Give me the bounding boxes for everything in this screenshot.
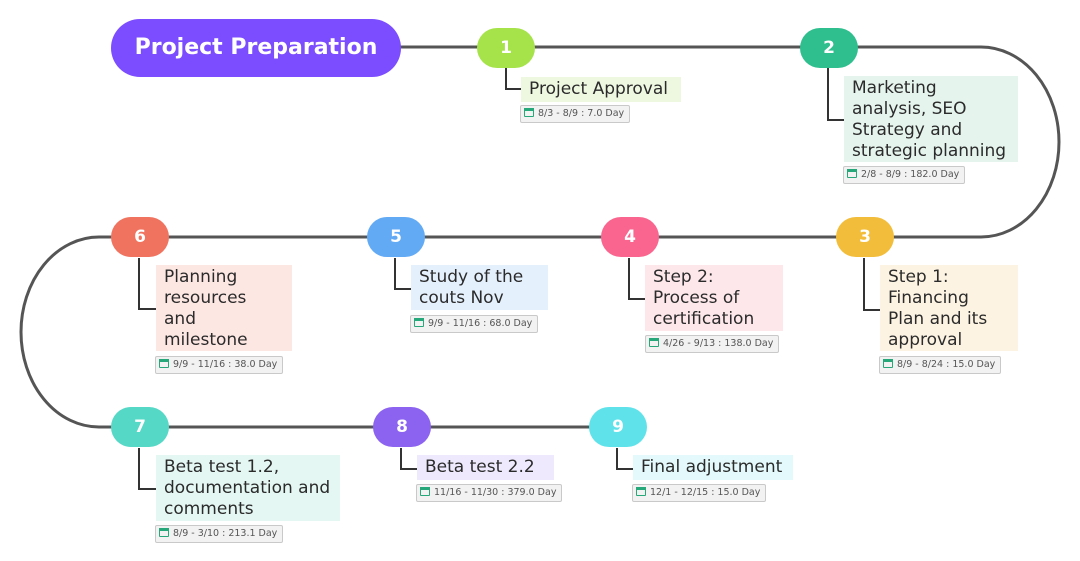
step-5-label[interactable]: Study of the couts Nov <box>411 265 548 310</box>
step-2-label[interactable]: Marketing analysis, SEO Strategy and str… <box>844 76 1018 162</box>
step-4-date-badge: 4/26 - 9/13 : 138.0 Day <box>645 335 780 353</box>
calendar-icon <box>524 108 534 117</box>
step-8-date-badge: 11/16 - 11/30 : 379.0 Day <box>416 484 563 502</box>
step-8-date: 11/16 - 11/30 : 379.0 Day <box>434 487 557 498</box>
calendar-icon <box>649 338 659 347</box>
calendar-icon <box>414 318 424 327</box>
step-6-label-line-1: Planning <box>164 267 238 287</box>
step-3-label-line-1: Step 1: <box>888 267 949 287</box>
step-6-label-line-3: and <box>164 309 196 329</box>
step-4-label-line-2: Process of <box>653 288 740 308</box>
step-7-label[interactable]: Beta test 1.2, documentation and comment… <box>156 455 340 521</box>
step-1-date-badge: 8/3 - 8/9 : 7.0 Day <box>520 105 631 123</box>
step-7-label-line-2: documentation and <box>164 478 331 498</box>
step-6-label[interactable]: Planning resources and milestone <box>156 265 292 351</box>
step-3-label[interactable]: Step 1: Financing Plan and its approval <box>880 265 1018 351</box>
step-2-date: 2/8 - 8/9 : 182.0 Day <box>861 169 960 180</box>
step-1-date: 8/3 - 8/9 : 7.0 Day <box>538 108 625 119</box>
step-2-date-badge: 2/8 - 8/9 : 182.0 Day <box>843 166 966 184</box>
step-9-date: 12/1 - 12/15 : 15.0 Day <box>650 487 761 498</box>
step-3-date: 8/9 - 8/24 : 15.0 Day <box>897 359 996 370</box>
step-1-number[interactable]: 1 <box>477 28 535 68</box>
step-1-leader <box>505 68 522 90</box>
calendar-icon <box>847 169 857 178</box>
step-4-label-line-1: Step 2: <box>653 267 714 287</box>
step-5-date: 9/9 - 11/16 : 68.0 Day <box>428 318 533 329</box>
calendar-icon <box>159 528 169 537</box>
step-9-date-badge: 12/1 - 12/15 : 15.0 Day <box>632 484 767 502</box>
step-6-date-badge: 9/9 - 11/16 : 38.0 Day <box>155 356 284 374</box>
step-3-date-badge: 8/9 - 8/24 : 15.0 Day <box>879 356 1002 374</box>
step-7-date: 8/9 - 3/10 : 213.1 Day <box>173 528 278 539</box>
step-3-label-line-3: Plan and its <box>888 309 988 329</box>
step-2-label-line-3: Strategy and <box>852 120 963 140</box>
step-7-label-line-3: comments <box>164 499 254 519</box>
step-3-label-line-2: Financing <box>888 288 969 308</box>
step-1-label[interactable]: Project Approval <box>521 77 681 102</box>
calendar-icon <box>636 487 646 496</box>
step-5-label-line-1: Study of the <box>419 267 524 287</box>
step-2-number[interactable]: 2 <box>800 28 858 68</box>
step-9-leader <box>616 448 634 470</box>
step-6-label-line-4: milestone <box>164 330 248 350</box>
step-4-leader <box>628 258 646 300</box>
step-6-number[interactable]: 6 <box>111 217 169 257</box>
step-5-label-line-2: couts Nov <box>419 288 504 308</box>
step-9-number[interactable]: 9 <box>589 407 647 447</box>
step-8-number[interactable]: 8 <box>373 407 431 447</box>
step-5-date-badge: 9/9 - 11/16 : 68.0 Day <box>410 315 539 333</box>
step-6-leader <box>138 258 157 310</box>
step-7-label-line-1: Beta test 1.2, <box>164 457 280 477</box>
step-4-label[interactable]: Step 2: Process of certification <box>645 265 783 331</box>
step-5-number[interactable]: 5 <box>367 217 425 257</box>
step-7-date-badge: 8/9 - 3/10 : 213.1 Day <box>155 525 284 543</box>
step-2-label-line-2: analysis, SEO <box>852 99 967 119</box>
step-9-label[interactable]: Final adjustment <box>633 455 793 480</box>
step-7-number[interactable]: 7 <box>111 407 169 447</box>
step-2-label-line-4: strategic planning <box>852 141 1007 161</box>
step-2-leader <box>827 68 845 121</box>
step-6-date: 9/9 - 11/16 : 38.0 Day <box>173 359 278 370</box>
calendar-icon <box>883 359 893 368</box>
root-topic[interactable]: Project Preparation <box>111 19 401 77</box>
step-8-leader <box>400 448 418 470</box>
step-3-label-line-4: approval <box>888 330 963 350</box>
step-4-date: 4/26 - 9/13 : 138.0 Day <box>663 338 774 349</box>
step-4-label-line-3: certification <box>653 309 755 329</box>
calendar-icon <box>159 359 169 368</box>
step-4-number[interactable]: 4 <box>601 217 659 257</box>
step-2-label-line-1: Marketing <box>852 78 937 98</box>
step-3-leader <box>863 258 881 311</box>
calendar-icon <box>420 487 430 496</box>
step-6-label-line-2: resources <box>164 288 247 308</box>
step-8-label[interactable]: Beta test 2.2 <box>417 455 554 480</box>
step-3-number[interactable]: 3 <box>836 217 894 257</box>
step-5-leader <box>394 258 412 290</box>
step-7-leader <box>138 448 157 490</box>
